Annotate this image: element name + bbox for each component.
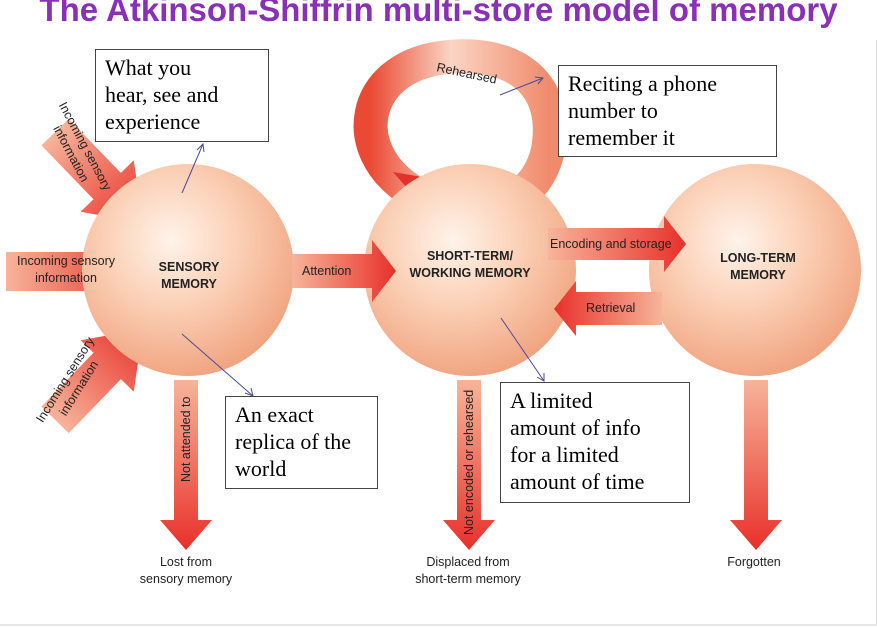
- callout-arrowhead-limited: [536, 373, 545, 382]
- lost-from-label-line2: sensory memory: [140, 572, 233, 586]
- callout-line: amount of info: [510, 415, 641, 440]
- sensory-memory-label-line2: MEMORY: [161, 277, 217, 291]
- incoming-middle-label-line1: Incoming sensory: [17, 254, 116, 268]
- callout-line: experience: [105, 109, 201, 134]
- callout-line: A limited: [510, 388, 593, 413]
- callout-line-replica: [181, 333, 254, 397]
- not-encoded-arrow: [443, 380, 495, 550]
- lost-from-label-line1: Lost from: [160, 555, 212, 569]
- callout-line: number to: [568, 98, 658, 123]
- attention-arrow: [292, 240, 396, 302]
- encoding-label: Encoding and storage: [550, 237, 672, 251]
- retrieval-arrow: [554, 281, 662, 336]
- callout-line-hear: [181, 143, 204, 194]
- slide-bottom-divider: [0, 624, 877, 626]
- callout-limited-amount: A limited amount of info for a limited a…: [500, 382, 690, 503]
- encoding-arrow: [548, 216, 686, 272]
- long-term-memory-sphere: [649, 164, 861, 376]
- callout-reciting-phone: Reciting a phone number to remember it: [558, 65, 777, 157]
- long-term-memory-label-line1: LONG-TERM: [720, 251, 796, 265]
- forgotten-arrow: [730, 380, 782, 550]
- sensory-memory-label-line1: SENSORY: [159, 260, 220, 274]
- long-term-memory-label-line2: MEMORY: [730, 268, 786, 282]
- callout-line: Reciting a phone: [568, 71, 718, 96]
- callout-line: replica of the: [235, 429, 352, 454]
- callout-line: for a limited: [510, 442, 619, 467]
- callout-line: An exact: [235, 402, 314, 427]
- callout-line: remember it: [568, 125, 675, 150]
- attention-label: Attention: [302, 264, 351, 278]
- callout-exact-replica: An exact replica of the world: [225, 396, 378, 489]
- incoming-arrow-bottom: [41, 329, 143, 434]
- not-attended-label: Not attended to: [179, 396, 193, 482]
- incoming-middle-label-line2: information: [35, 271, 97, 285]
- callout-line: What you: [105, 55, 192, 80]
- short-term-memory-label-line2: WORKING MEMORY: [409, 266, 531, 280]
- retrieval-label: Retrieval: [586, 301, 635, 315]
- displaced-from-label-line2: short-term memory: [415, 572, 521, 586]
- callout-line: world: [235, 456, 287, 481]
- short-term-memory-sphere: [364, 164, 576, 376]
- callout-line: hear, see and: [105, 82, 219, 107]
- callout-line-limited: [500, 317, 545, 382]
- not-attended-arrow: [160, 380, 212, 550]
- callout-line-reciting: [499, 77, 544, 96]
- callout-what-you-hear: What you hear, see and experience: [95, 49, 269, 142]
- callout-line: amount of time: [510, 469, 645, 494]
- callout-arrowhead-hear: [196, 142, 205, 153]
- forgotten-label: Forgotten: [727, 555, 781, 569]
- not-encoded-label: Not encoded or rehearsed: [462, 390, 476, 535]
- displaced-from-label-line1: Displaced from: [426, 555, 509, 569]
- sensory-memory-sphere: [82, 164, 294, 376]
- callout-arrowhead-reciting: [534, 76, 544, 85]
- page-title: The Atkinson-Shiffrin multi-store model …: [39, 0, 838, 28]
- short-term-memory-label-line1: SHORT-TERM/: [427, 249, 514, 263]
